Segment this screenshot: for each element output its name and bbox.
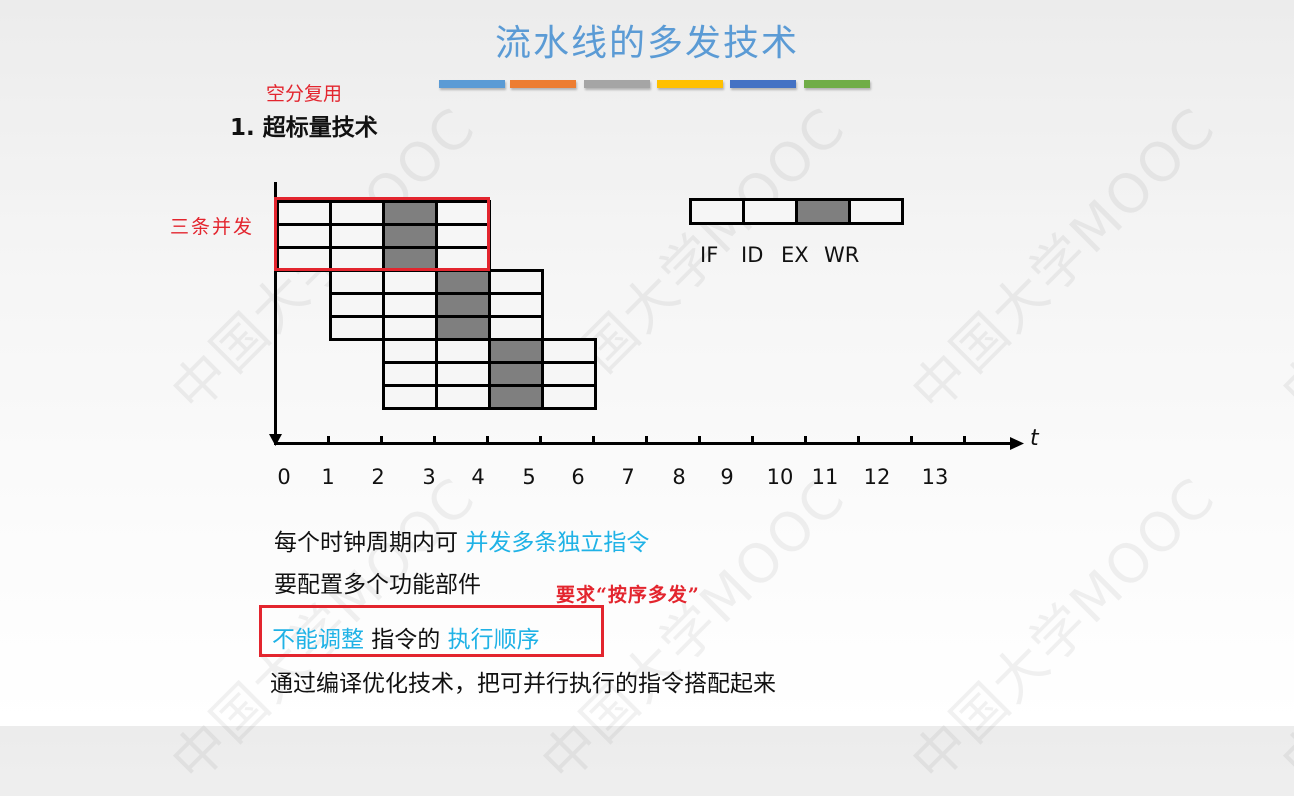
tick-label: 0 [277,465,291,489]
pipeline-cell-ex [382,200,438,226]
accent-bar-green [804,80,870,88]
note-line-3: 不能调整 指令的 执行顺序 [272,620,540,654]
slide-title: 流水线的多发技术 [494,23,799,64]
accent-bar-gray [584,80,650,88]
pipeline-cell-wr [435,200,491,226]
note-line-3-highlight-a: 不能调整 [272,627,364,653]
tick-mark [592,436,595,443]
annotation-space-multiplexing: 空分复用 [266,83,343,105]
tick-mark [380,436,383,443]
pipeline-cell-wr [541,338,597,364]
watermark: 中国大学MOOC [1269,95,1294,424]
tick-mark [486,436,489,443]
tick-label: 13 [921,465,949,489]
x-axis-arrow-icon [1010,437,1024,450]
accent-bar-yellow [657,80,723,88]
requirement-annotation: 要求“按序多发” [556,584,700,606]
tick-label: 11 [811,465,839,489]
tick-label: 7 [621,465,635,489]
tick-label: 5 [522,465,536,489]
tick-mark [539,436,542,443]
legend-cell-id [742,198,798,225]
tick-mark [751,436,754,443]
pipeline-cell-wr [541,384,597,410]
tick-mark [698,436,701,443]
legend-cell-ex [795,198,851,225]
note-line-1: 每个时钟周期内可 并发多条独立指令 [274,523,649,557]
accent-bar-darkblue [730,80,796,88]
pipeline-cell-if [382,384,438,410]
highlight-box-order [259,605,604,657]
legend-label-ex: EX [781,243,809,267]
pipeline-cell-id [435,384,491,410]
tick-label: 6 [571,465,585,489]
tick-mark [433,436,436,443]
tick-label: 10 [766,465,794,489]
note-line-3-highlight-b: 执行顺序 [447,627,540,653]
watermark: 中国大学MOOC [1269,465,1294,794]
accent-bar-orange [510,80,576,88]
tick-mark [857,436,860,443]
y-axis-arrow-icon [269,434,282,446]
watermark: 中国大学MOOC [899,95,1228,424]
tick-label: 3 [422,465,436,489]
pipeline-cell-ex [435,315,491,341]
note-line-1-text: 每个时钟周期内可 [274,530,466,556]
pipeline-cell-wr [488,269,544,295]
tick-mark [910,436,913,443]
tick-label: 9 [720,465,734,489]
legend-label-wr: WR [824,243,860,267]
tick-mark [963,436,966,443]
x-axis-label: t [1030,426,1039,451]
legend-cell-wr [848,198,904,225]
tick-label: 1 [321,465,335,489]
tick-label: 12 [863,465,891,489]
section-heading: 1. 超标量技术 [230,115,378,141]
note-line-2: 要配置多个功能部件 [274,572,481,598]
side-note-three-concurrent: 三条并发 [170,216,255,238]
tick-mark [645,436,648,443]
legend-label-id: ID [741,243,764,267]
tick-mark [327,436,330,443]
highlight-box-first-group [274,197,490,271]
pipeline-cell-if [329,315,385,341]
legend-label-if: IF [700,243,719,267]
accent-bar-blue [439,80,505,88]
tick-mark [804,436,807,443]
tick-label: 4 [471,465,485,489]
watermark: 中国大学MOOC [899,465,1228,794]
note-line-1-highlight: 并发多条独立指令 [465,530,650,556]
note-line-4: 通过编译优化技术，把可并行执行的指令搭配起来 [270,671,776,697]
pipeline-cell-ex [488,384,544,410]
note-line-3-text: 指令的 [364,627,448,653]
tick-label: 8 [672,465,686,489]
x-axis [274,442,1014,445]
pipeline-cell-id [382,315,438,341]
y-axis [274,182,277,444]
legend-cell-if [689,198,745,225]
tick-label: 2 [371,465,385,489]
